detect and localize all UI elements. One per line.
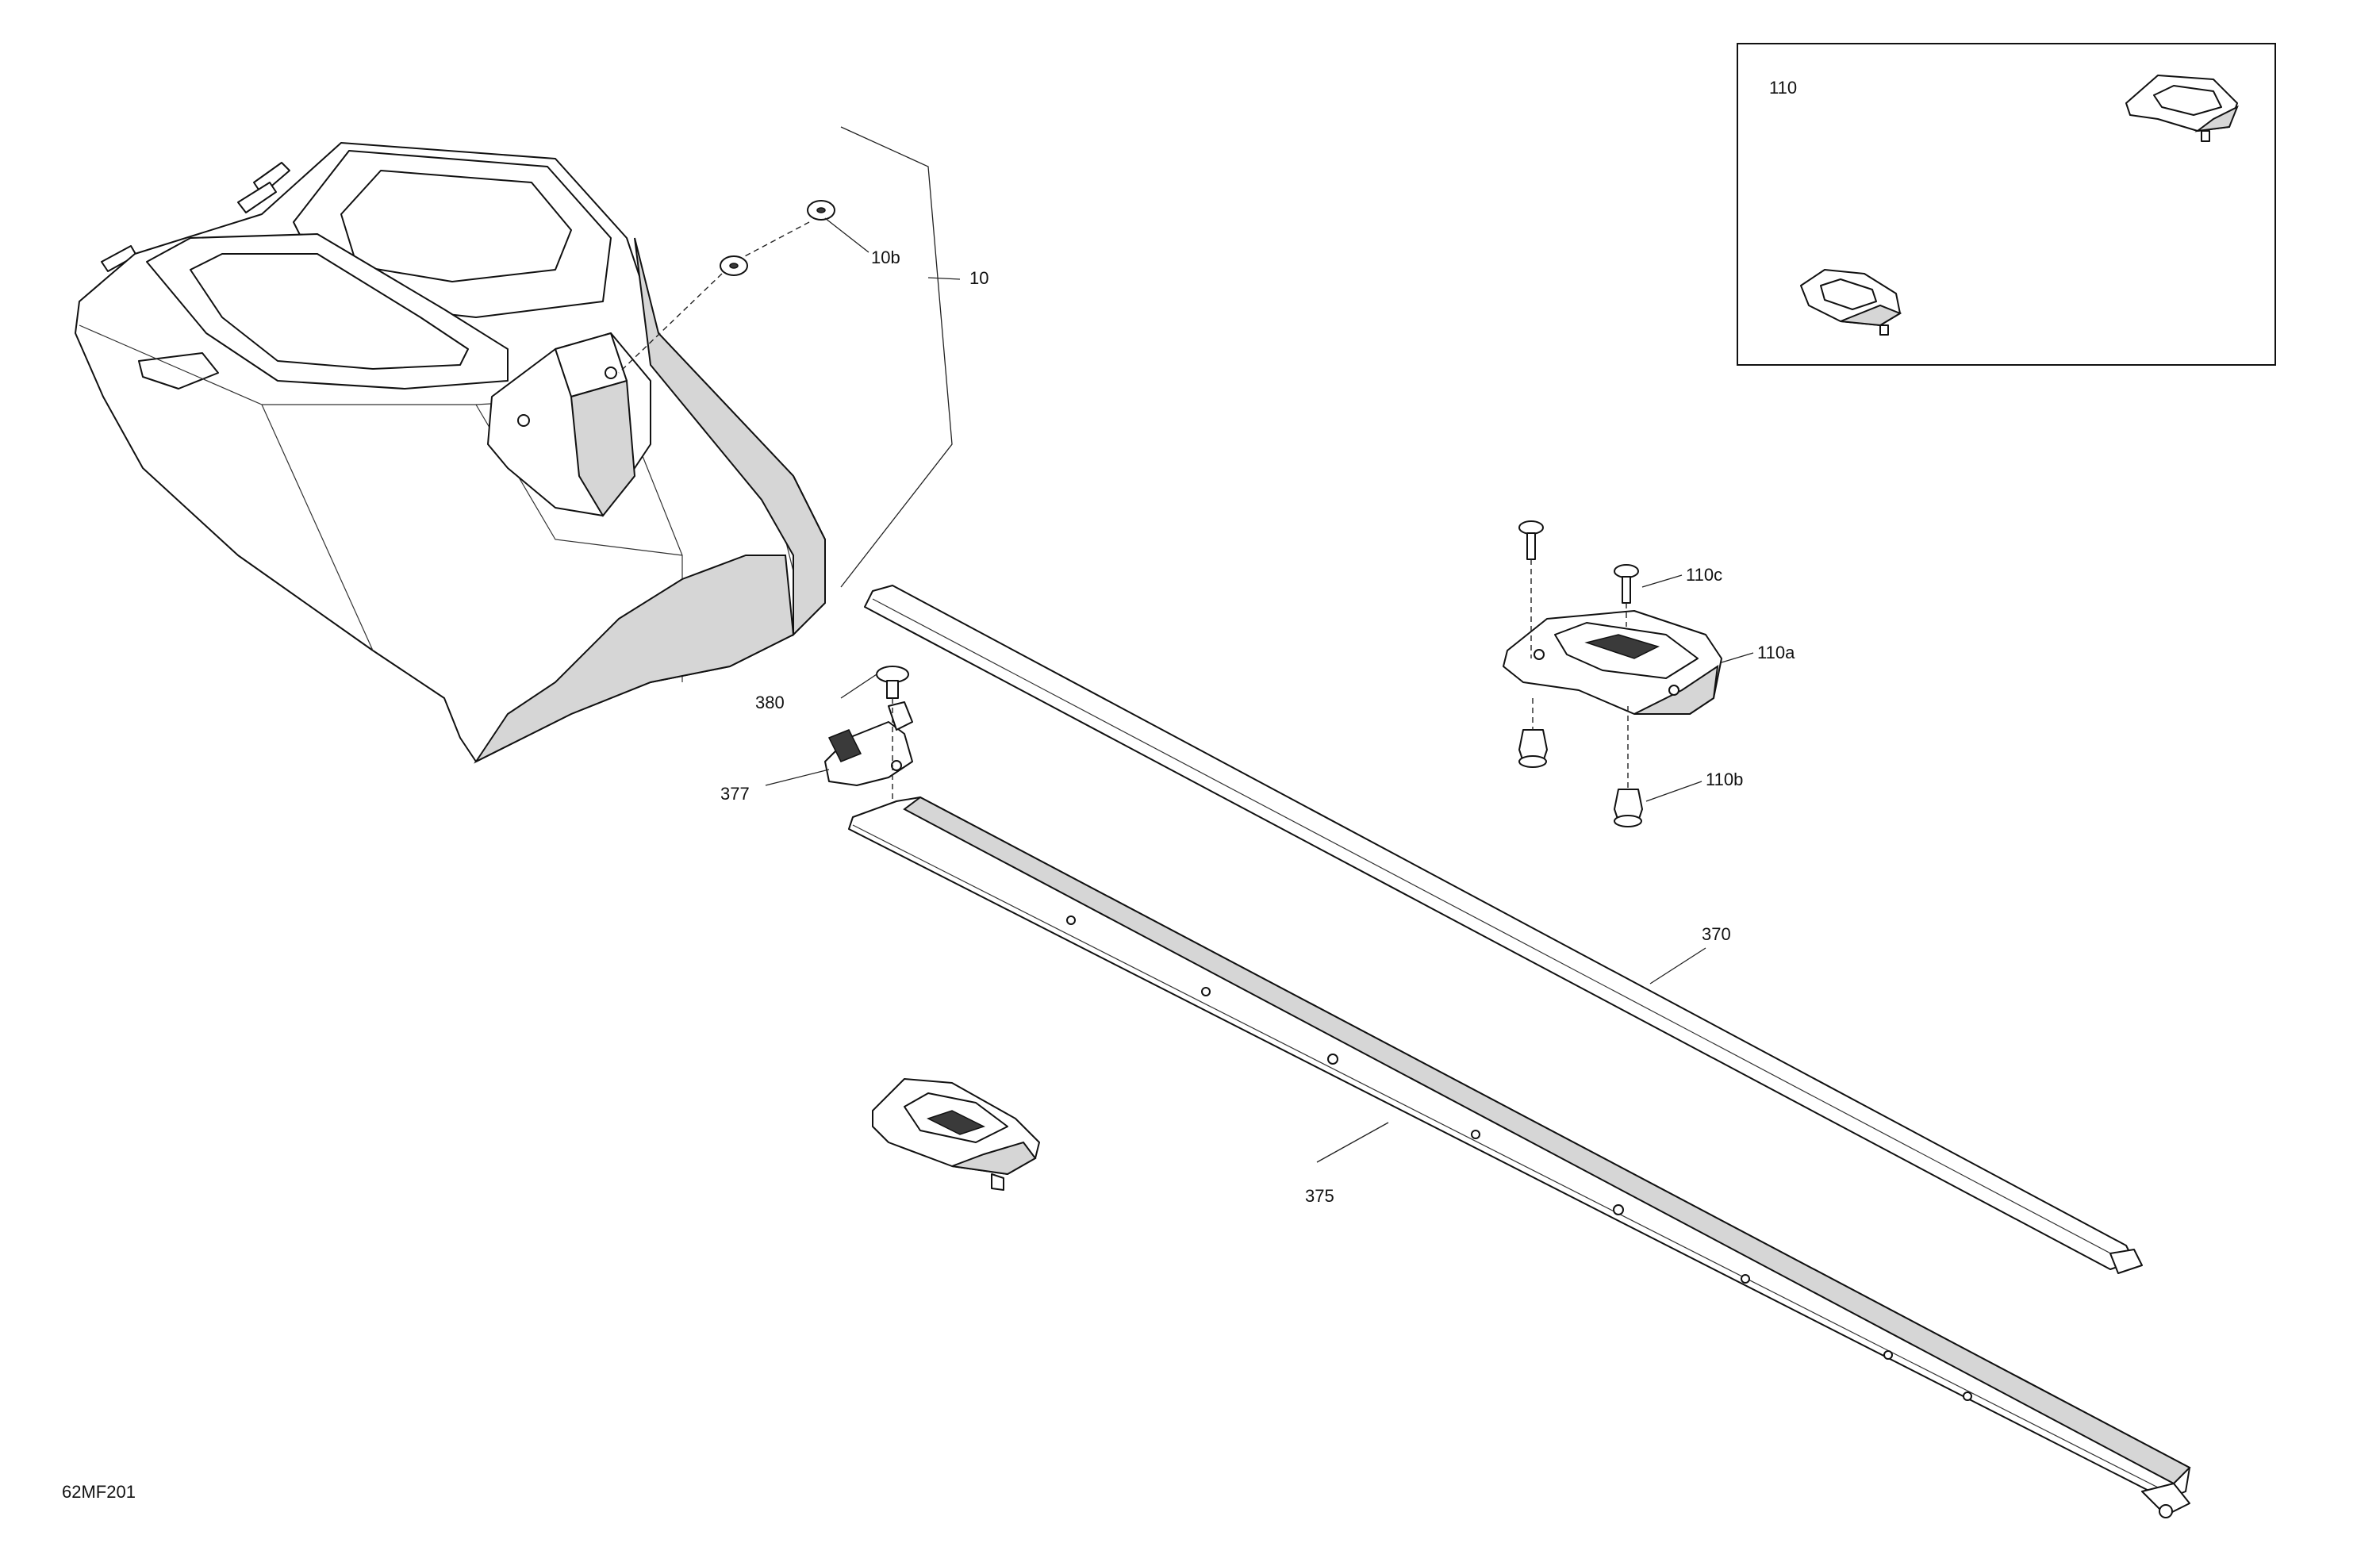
inset-footrest-upper[interactable] (2125, 75, 2239, 142)
inset-footrest-lower[interactable] (1800, 269, 1902, 336)
label-110b: 110b (1706, 770, 1743, 789)
clamp-part-377[interactable] (824, 701, 913, 786)
label-10b: 10b (871, 248, 900, 267)
label-380: 380 (755, 693, 785, 712)
screw-part-110c[interactable] (1518, 520, 1639, 604)
label-10: 10 (969, 268, 988, 288)
label-370: 370 (1702, 924, 1731, 944)
body-panel-part-10[interactable] (75, 142, 826, 764)
footrest-part-110a[interactable] (1503, 610, 1722, 715)
screw-part-380[interactable] (876, 666, 909, 699)
inset-box-part-110 (1737, 43, 2276, 366)
label-375: 375 (1305, 1186, 1334, 1206)
label-110: 110 (1769, 78, 1797, 98)
rail-part-375[interactable] (848, 796, 2191, 1518)
nut-part-110b[interactable] (1518, 729, 1643, 827)
trim-strip-part-370[interactable] (864, 585, 2143, 1274)
label-377: 377 (720, 784, 750, 804)
footrest-loose[interactable] (872, 1078, 1040, 1191)
screw-part-10b[interactable] (720, 200, 835, 276)
label-110c: 110c (1686, 565, 1722, 585)
label-110a: 110a (1757, 643, 1795, 662)
diagram-code: 62MF201 (62, 1482, 136, 1502)
